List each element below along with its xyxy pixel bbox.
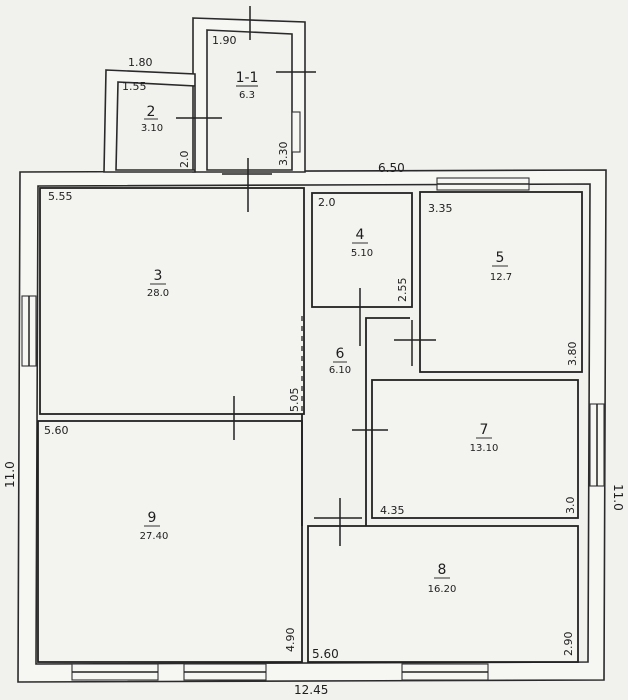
dim-room5-depth: 3.80 [566,342,579,367]
dim-annex-1-width: 1.90 [212,34,237,47]
dim-room9-width: 5.60 [44,424,69,437]
windows [21,111,605,681]
dim-annex-2-depth: 2.0 [178,151,191,169]
room-label: 2 [147,104,156,120]
window-annex [291,111,301,153]
dim-room5-width: 3.35 [428,202,453,215]
annex-wall [192,17,306,173]
room-area: 13.10 [470,443,499,454]
room-label: 7 [480,422,489,438]
room-area: 6.3 [239,90,255,101]
room-4-outline [311,192,413,308]
room-label: 9 [148,510,157,526]
dimension-labels: 1.90 1.80 1.55 2.0 3.30 6.50 5.55 2.0 3.… [3,34,625,697]
room-area: 16.20 [428,584,457,595]
dim-right-block: 6.50 [378,161,405,175]
room-area: 28.0 [147,288,169,299]
dim-right-depth: 11.0 [611,484,625,511]
room-area: 6.10 [329,365,351,376]
door-markers [176,6,436,546]
dim-room9-depth: 4.90 [284,628,297,653]
room-label: 5 [496,250,505,266]
dim-annex-2-inner: 1.55 [122,80,147,93]
annex-wall-small [103,69,196,173]
dim-total-width: 12.45 [294,683,328,697]
room-7-outline [371,379,579,519]
outer-wall [17,169,607,683]
corridor-wall-right [365,317,410,526]
room-label: 8 [438,562,447,578]
room-5-outline [419,191,583,373]
dim-room4-width: 2.0 [318,196,336,209]
dim-annex-1-depth: 3.30 [277,142,290,167]
dim-room4-depth: 2.55 [396,278,409,303]
dim-room8-width: 5.60 [312,647,339,661]
dim-room3-width: 5.55 [48,190,73,203]
room-area: 3.10 [141,123,163,134]
room-8-outline [307,525,579,663]
dim-room7-width: 4.35 [380,504,405,517]
dim-room3-depth: 5.05 [288,388,301,413]
room-label: 1-1 [236,70,259,86]
room-area: 27.40 [140,531,169,542]
dim-left-depth: 11.0 [3,461,17,488]
room-3-outline [39,187,305,415]
room-labels: 1-1 6.3 2 3.10 3 28.0 4 5.10 5 12.7 6 6.… [140,70,512,595]
room-label: 3 [154,268,163,284]
room-9-outline [37,420,303,663]
dim-room7-depth: 3.0 [564,497,577,515]
room-label: 6 [336,346,345,362]
room-area: 12.7 [490,272,512,283]
room-area: 5.10 [351,248,373,259]
dim-room8-depth: 2.90 [562,632,575,657]
room-label: 4 [356,227,365,243]
dim-annex-2-outer: 1.80 [128,56,153,69]
